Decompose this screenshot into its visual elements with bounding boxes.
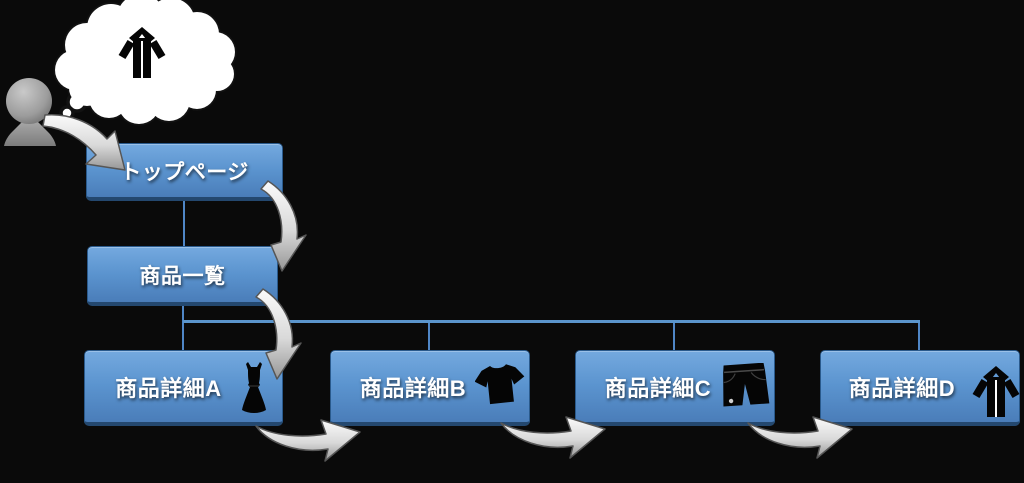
node-top-page-label: トップページ bbox=[120, 160, 249, 184]
curved-arrow-a-to-b bbox=[255, 419, 361, 462]
connector-drop-b bbox=[428, 323, 430, 351]
tshirt-icon bbox=[475, 364, 525, 405]
node-detail-c: 商品詳細C bbox=[575, 350, 775, 426]
shorts-icon bbox=[723, 363, 770, 407]
dress-icon bbox=[242, 362, 266, 413]
connector-branch-horizontal bbox=[183, 320, 920, 323]
node-detail-d: 商品詳細D bbox=[820, 350, 1020, 426]
hoodie-icon bbox=[972, 366, 1020, 417]
node-detail-c-label: 商品詳細C bbox=[604, 375, 712, 401]
node-product-list-label: 商品一覧 bbox=[139, 264, 226, 288]
connector-drop-c bbox=[673, 323, 675, 351]
node-detail-d-label: 商品詳細D bbox=[848, 375, 956, 401]
curved-arrow-b-to-c bbox=[500, 416, 606, 459]
node-detail-b: 商品詳細B bbox=[330, 350, 530, 426]
connector-drop-d bbox=[918, 323, 920, 351]
curved-arrow-list-to-detail-a bbox=[255, 288, 302, 380]
connector-top-to-list bbox=[183, 201, 185, 246]
node-top-page: トップページ bbox=[86, 143, 283, 201]
curved-arrow-c-to-d bbox=[747, 416, 853, 459]
thought-bubble bbox=[53, 0, 237, 128]
node-detail-b-label: 商品詳細B bbox=[359, 375, 467, 401]
hoodie-icon bbox=[118, 27, 166, 78]
node-detail-a-label: 商品詳細A bbox=[115, 375, 222, 401]
curved-arrow-top-to-list bbox=[260, 180, 307, 272]
connector-list-to-a bbox=[182, 306, 184, 352]
node-product-list: 商品一覧 bbox=[87, 246, 278, 306]
node-detail-a: 商品詳細A bbox=[84, 350, 283, 426]
curved-arrow-person-to-top bbox=[42, 113, 126, 171]
person-icon bbox=[4, 78, 56, 146]
